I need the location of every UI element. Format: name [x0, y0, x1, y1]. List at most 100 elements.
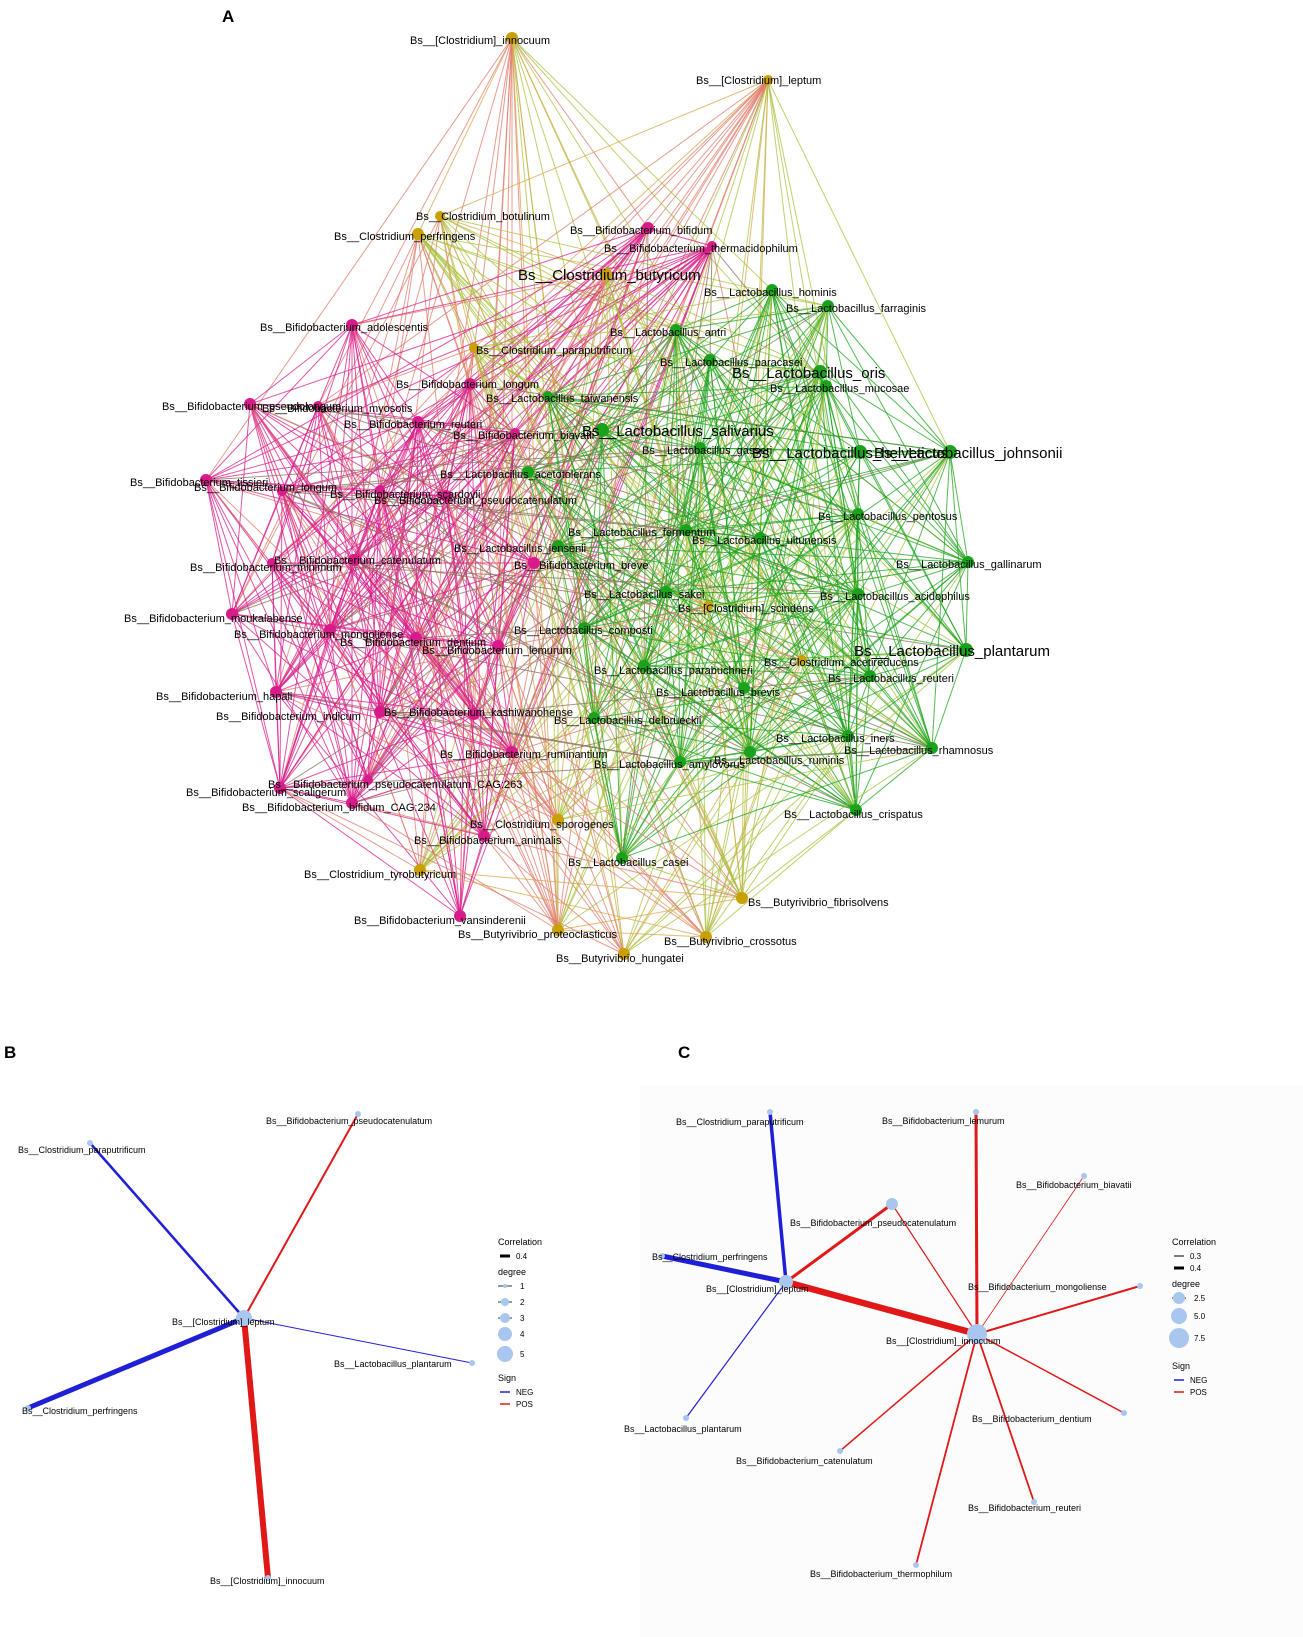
- legend-degree-circle: [503, 1284, 507, 1288]
- node-label-bifidobacterium-pseudocatenulatum: Bs__Bifidobacterium_pseudocatenulatum: [790, 1218, 956, 1228]
- edge-b_hapali-b_scaligerum: [275, 691, 281, 789]
- edge-l_acidophilus-l_parabuchneri: [643, 593, 859, 667]
- edge-b_mongoliense-b_hapali: [275, 629, 331, 693]
- edge-b_longum2-b_pseudocat: [281, 490, 447, 497]
- node-lactobacillus-paracasei: [704, 354, 716, 366]
- edge-perfringens-l_sakei: [417, 233, 667, 593]
- node-label-hub-clostridium-innocuum: Bs__[Clostridium]_innocuum: [886, 1336, 1001, 1346]
- legend-degree-circle: [497, 1346, 513, 1362]
- edge-b_breve-proteoclasticus: [533, 562, 559, 931]
- edge-b_adolescentis-proteoclasticus: [351, 324, 559, 931]
- edge-l_fermentum-b_scaligerum: [279, 529, 687, 789]
- edge-l_mucosae-l_jensenii: [557, 385, 827, 547]
- node-label-bifidobacterium-myosotis: Bs__Bifidobacterium_myosotis: [262, 403, 413, 415]
- node-lactobacillus-amylovorus: [674, 756, 686, 768]
- edge-l_paracasei-l_plantarum: [709, 359, 967, 651]
- edge-b_biavatii-b_scaligerum: [279, 432, 516, 789]
- edge-b_adolescentis-b_pseudolongum: [249, 324, 353, 405]
- edge-l_plantarum-proteoclasticus: [557, 649, 967, 931]
- edge-perfringens-b_scardovii: [379, 233, 419, 491]
- edge-b_myosotis-l_acidophilus: [317, 405, 859, 595]
- edge-l_pentosus-l_brevis: [743, 513, 859, 689]
- panel-b-edges: [27, 1113, 473, 1579]
- node-lactobacillus-helveticus: [853, 445, 867, 459]
- edge-l_plantarum-l_reuteri: [869, 649, 967, 677]
- edge-b_scaligerum-b_animalis: [279, 787, 485, 837]
- node-label-clostridium-scindens: Bs__[Clostridium]_scindens: [678, 603, 814, 615]
- edge-l_plantarum-hungatei: [623, 649, 967, 955]
- node-label-bifidobacterium-mongoliense: Bs__Bifidobacterium_mongoliense: [234, 629, 403, 641]
- edge-b_minimum-b_bifidum_cag: [271, 562, 353, 804]
- edge-clostridium-leptum-bifidobacterium-pseudocatenulatum: [785, 1202, 893, 1284]
- edge-l_sakei-scindens: [665, 591, 709, 607]
- node-label-bifidobacterium-catenulatum: Bs__Bifidobacterium_catenulatum: [736, 1456, 873, 1466]
- edge-l_hominis-l_pentosus: [771, 289, 859, 515]
- edge-leptum-l_pentosus: [767, 79, 859, 515]
- node-lactobacillus-jensenii: [552, 540, 564, 552]
- edge-b_minimum-b_lemurum: [271, 562, 499, 647]
- node-label-lactobacillus-delbrueckii: Bs__Lactobacillus_delbrueckii: [554, 715, 701, 727]
- legend-sign-value-pos: POS: [1190, 1388, 1207, 1397]
- node-label-clostridium-leptum: Bs__[Clostridium]_leptum: [696, 75, 821, 87]
- edge-b_lemurum-b_animalis: [483, 645, 499, 837]
- edge-l_reuteri-l_rhamnosus: [869, 675, 933, 749]
- edge-b_longum-hungatei: [469, 383, 625, 955]
- node-butyrivibrio-proteoclasticus: [552, 924, 564, 936]
- node-lactobacillus-rhamnosus: [926, 742, 938, 754]
- edge-l_reuteri-l_ruminis: [749, 675, 871, 753]
- edge-l_fermentum-l_gallinarum: [685, 529, 969, 563]
- edge-l_fermentum-l_plantarum: [685, 529, 967, 651]
- edge-l_salivarius-l_gasseri: [601, 429, 701, 449]
- legend-sign-title: Sign: [1172, 1361, 1190, 1371]
- edge-b_tissieri-b_bifidum_cag: [205, 479, 353, 804]
- node-bifidobacterium-hapali: [270, 686, 282, 698]
- edge-l_johnsonii-l_acetotolerans: [527, 451, 951, 473]
- edge-butyricum-l_plantarum: [605, 273, 967, 651]
- edge-b_indicum-l_delbrueckii: [379, 711, 595, 719]
- edge-proteoclasticus-crossotus: [557, 929, 707, 938]
- node-clostridium-butyricum: [600, 268, 612, 280]
- edge-l_gallinarum-l_composti: [583, 561, 969, 629]
- node-label-bifidobacterium-catenulatum: Bs__Bifidobacterium_catenulatum: [274, 555, 441, 567]
- edge-l_johnsonii-b_breve: [533, 451, 951, 564]
- node-label-lactobacillus-hominis: Bs__Lactobacillus_hominis: [704, 287, 837, 299]
- edge-b_thermacid-b_scardovii: [379, 245, 713, 491]
- node-label-lactobacillus-farraginis: Bs__Lactobacillus_farraginis: [786, 303, 927, 315]
- edge-butyricum-b_adolescentis: [351, 273, 607, 326]
- node-label-bifidobacterium-minimum: Bs__Bifidobacterium_minimum: [190, 562, 342, 574]
- edge-leptum-lactobacillus-plantarum: [243, 1317, 473, 1364]
- edge-b_scardovii-b_scaligerum: [279, 489, 381, 789]
- edge-l_hominis-l_antri: [675, 289, 773, 331]
- node-clostridium-paraputrificum: [87, 1140, 93, 1146]
- edge-leptum-l_crispatus: [767, 79, 857, 811]
- edge-l_sakei-l_brevis: [665, 591, 745, 689]
- legend-degree-value: 2: [520, 1298, 525, 1307]
- edge-l_reuteri-l_crispatus: [855, 675, 871, 811]
- edge-b_ruminantium-b_bifidum_cag: [351, 751, 513, 804]
- edge-l_helveticus-l_composti: [583, 451, 861, 629]
- node-label-bifidobacterium-pseudocatenulatum-cag-263: Bs__Bifidobacterium_pseudocatenulatum_CA…: [268, 779, 522, 791]
- node-clostridium-perfringens: [412, 228, 424, 240]
- edge-l_farraginis-paraputrificum: [473, 305, 829, 349]
- edge-b_scardovii-b_pseudocat_cag: [367, 489, 381, 781]
- edge-l_antri-l_acetotolerans: [527, 329, 677, 473]
- edge-b_scardovii-tyrobutyricum: [379, 489, 421, 871]
- edge-b_mongoliense-b_animalis: [329, 629, 485, 837]
- edge-paraputrificum-l_ruminis: [473, 347, 751, 753]
- node-lactobacillus-fermentum: [680, 524, 692, 536]
- edge-l_helveticus-l_fermentum: [685, 451, 861, 531]
- edge-b_adolescentis-b_myosotis: [317, 324, 353, 407]
- edge-l_salivarius-l_jensenii: [557, 429, 603, 547]
- legend-correlation-value: 0.4: [1190, 1264, 1202, 1273]
- edge-b_dentium-hungatei: [415, 637, 625, 955]
- edge-l_ultunensis-sporogenes: [557, 537, 761, 821]
- edge-b_bifidum_cag-fibrisolvens: [351, 802, 743, 899]
- edge-b_bifidum_cag-proteoclasticus: [351, 802, 559, 931]
- edge-b_dentium-b_hapali: [275, 637, 417, 693]
- edge-l_pentosus-scindens: [707, 513, 859, 607]
- edge-b_catenulatum-b_lemurum: [353, 559, 499, 647]
- node-bifidobacterium-ruminantium: [506, 746, 518, 758]
- panel-c-nodes: Bs__Clostridium_paraputrificumBs__Clostr…: [624, 1109, 1143, 1579]
- edge-b_pseudolongum-b_scardovii: [249, 403, 381, 491]
- edge-b_scaligerum-tyrobutyricum: [279, 787, 421, 871]
